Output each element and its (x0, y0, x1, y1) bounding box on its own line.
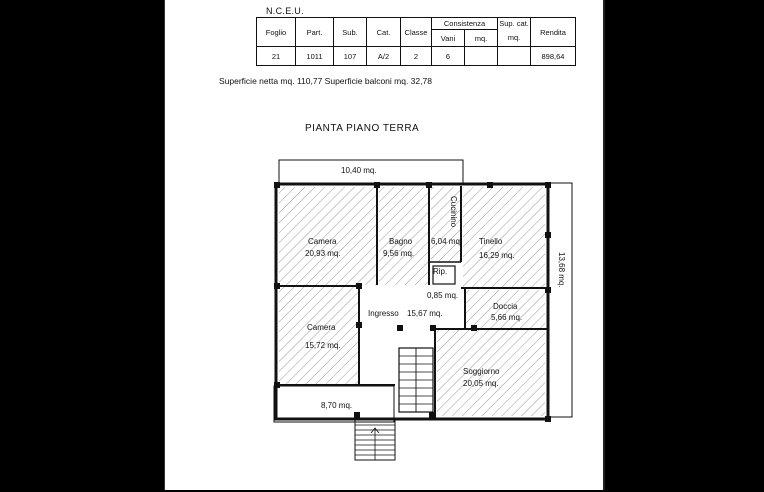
walls (274, 182, 550, 421)
doccia-name: Doccia (493, 302, 518, 311)
tinello-area: 16,29 mq. (479, 251, 515, 260)
camera1-area: 20,93 mq. (305, 249, 341, 258)
rip-name: Rip. (433, 267, 447, 276)
bagno-name: Bagno (389, 237, 413, 246)
cadastral-table: Foglio Part. Sub. Cat. Classe Consistenz… (256, 17, 576, 66)
ncue-heading: N.C.E.U. (266, 6, 304, 16)
floor-plan: 10,40 mq. Camera 20,93 mq. Bagno 9,56 mq… (273, 159, 573, 461)
cell-sub: 107 (333, 46, 367, 66)
balcony-top-area: 10,40 mq. (341, 166, 377, 175)
balcony-right-area: 13,68 mq. (557, 252, 566, 288)
rip-area: 0,85 mq. (427, 291, 458, 300)
ingresso-name: Ingresso (368, 309, 399, 318)
cell-rendita: 898,64 (530, 46, 576, 66)
soggiorno-area: 20,05 mq. (463, 379, 499, 388)
internal-stair (398, 347, 434, 413)
document-sheet: N.C.E.U. Foglio Part. Sub. Cat. Classe C… (164, 0, 605, 490)
hatched-areas (279, 187, 545, 416)
col-rendita: Rendita (530, 17, 576, 47)
plan-title: PIANTA PIANO TERRA (305, 123, 420, 134)
surface-summary: Superficie netta mq. 110,77 Superficie b… (219, 76, 432, 86)
external-stair (354, 419, 396, 461)
doccia-area: 5,66 mq. (491, 313, 522, 322)
col-classe: Classe (400, 17, 432, 47)
cucinino-area: 6,04 mq. (431, 237, 462, 246)
balcony-right (547, 182, 573, 418)
bagno-area: 9,56 mq. (383, 249, 414, 258)
ingresso-area: 15,67 mq. (407, 309, 443, 318)
room-labels: 10,40 mq. Camera 20,93 mq. Bagno 9,56 mq… (305, 166, 566, 410)
soggiorno-name: Soggiorno (463, 367, 500, 376)
tinello-name: Tinello (479, 237, 503, 246)
pillars (274, 182, 551, 422)
cucinino-name: Cucinino (449, 196, 458, 228)
camera2-name: Camera (307, 323, 336, 332)
camera2-area: 15,72 mq. (305, 341, 341, 350)
camera1-name: Camera (308, 237, 337, 246)
balcony-bottom-area: 8,70 mq. (321, 401, 352, 410)
